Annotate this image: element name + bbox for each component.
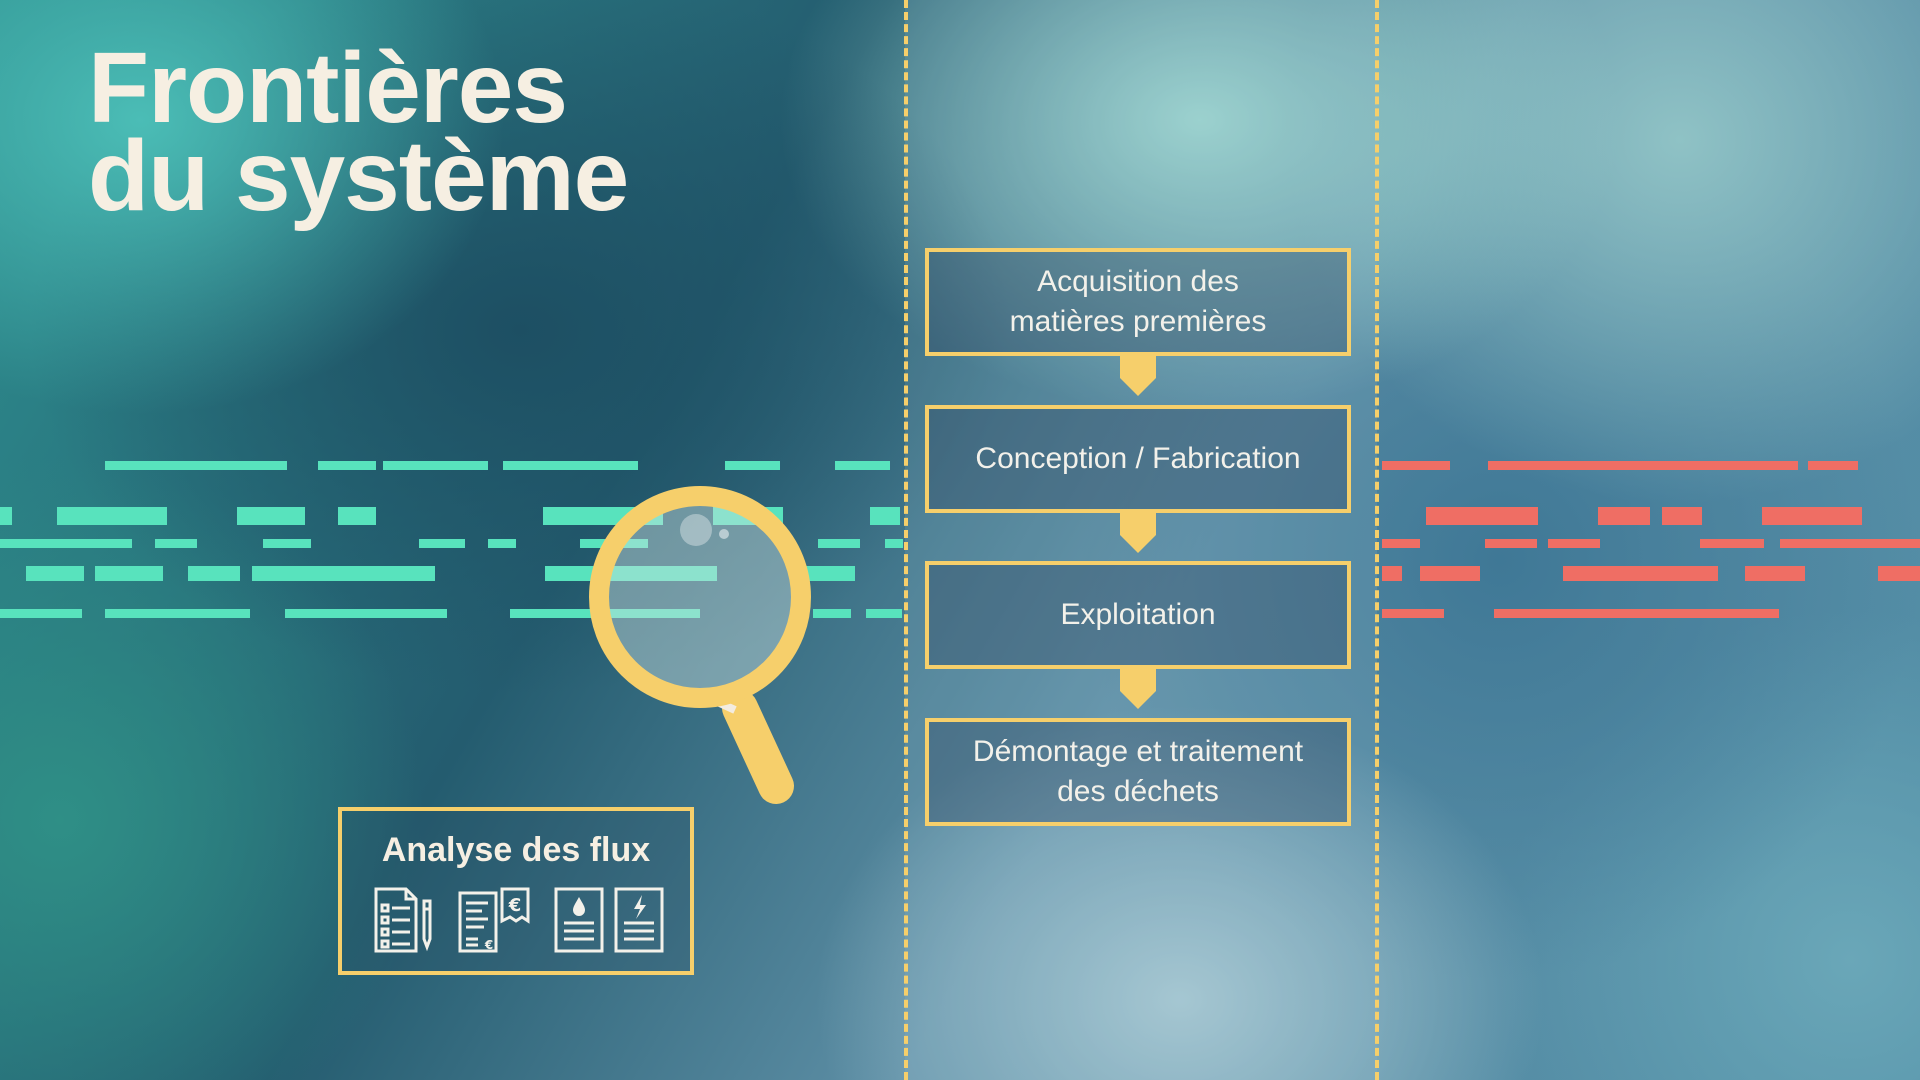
flow-arrow-down-icon bbox=[1120, 356, 1156, 396]
electricity-bill-icon bbox=[614, 887, 664, 953]
svg-text:€: € bbox=[508, 895, 522, 916]
red-flow-dashes bbox=[1382, 461, 1920, 618]
water-bill-icon bbox=[554, 887, 604, 953]
svg-text:€: € bbox=[484, 938, 493, 952]
flux-analysis-box: Analyse des flux € € bbox=[338, 807, 694, 975]
invoice-euro-icon: € € bbox=[458, 887, 530, 953]
flow-step-text: matières premières bbox=[1009, 305, 1267, 338]
left-boundary-line bbox=[904, 0, 908, 1080]
flow-step-text: Démontage et traitement bbox=[972, 735, 1304, 768]
right-boundary-line bbox=[1375, 0, 1379, 1080]
flow-step-design-manufacturing: Conception / Fabrication bbox=[925, 405, 1351, 513]
checklist-document-icon bbox=[374, 887, 432, 953]
title-line-1: Frontières bbox=[88, 32, 568, 144]
flow-step-operation: Exploitation bbox=[925, 561, 1351, 669]
flow-step-text: Conception / Fabrication bbox=[975, 442, 1301, 475]
flow-step-raw-materials: Acquisition des matières premières bbox=[925, 248, 1351, 356]
page-title: Frontières du système bbox=[88, 32, 629, 232]
flow-step-dismantling-waste: Démontage et traitement des déchets bbox=[925, 718, 1351, 826]
flow-step-text: Acquisition des bbox=[1037, 265, 1239, 298]
flow-step-text: des déchets bbox=[1057, 775, 1219, 808]
flux-analysis-title: Analyse des flux bbox=[381, 831, 651, 869]
flow-arrow-down-icon bbox=[1120, 513, 1156, 553]
flow-step-text: Exploitation bbox=[1060, 598, 1216, 631]
flow-arrow-down-icon bbox=[1120, 669, 1156, 709]
title-line-2: du système bbox=[88, 120, 629, 232]
